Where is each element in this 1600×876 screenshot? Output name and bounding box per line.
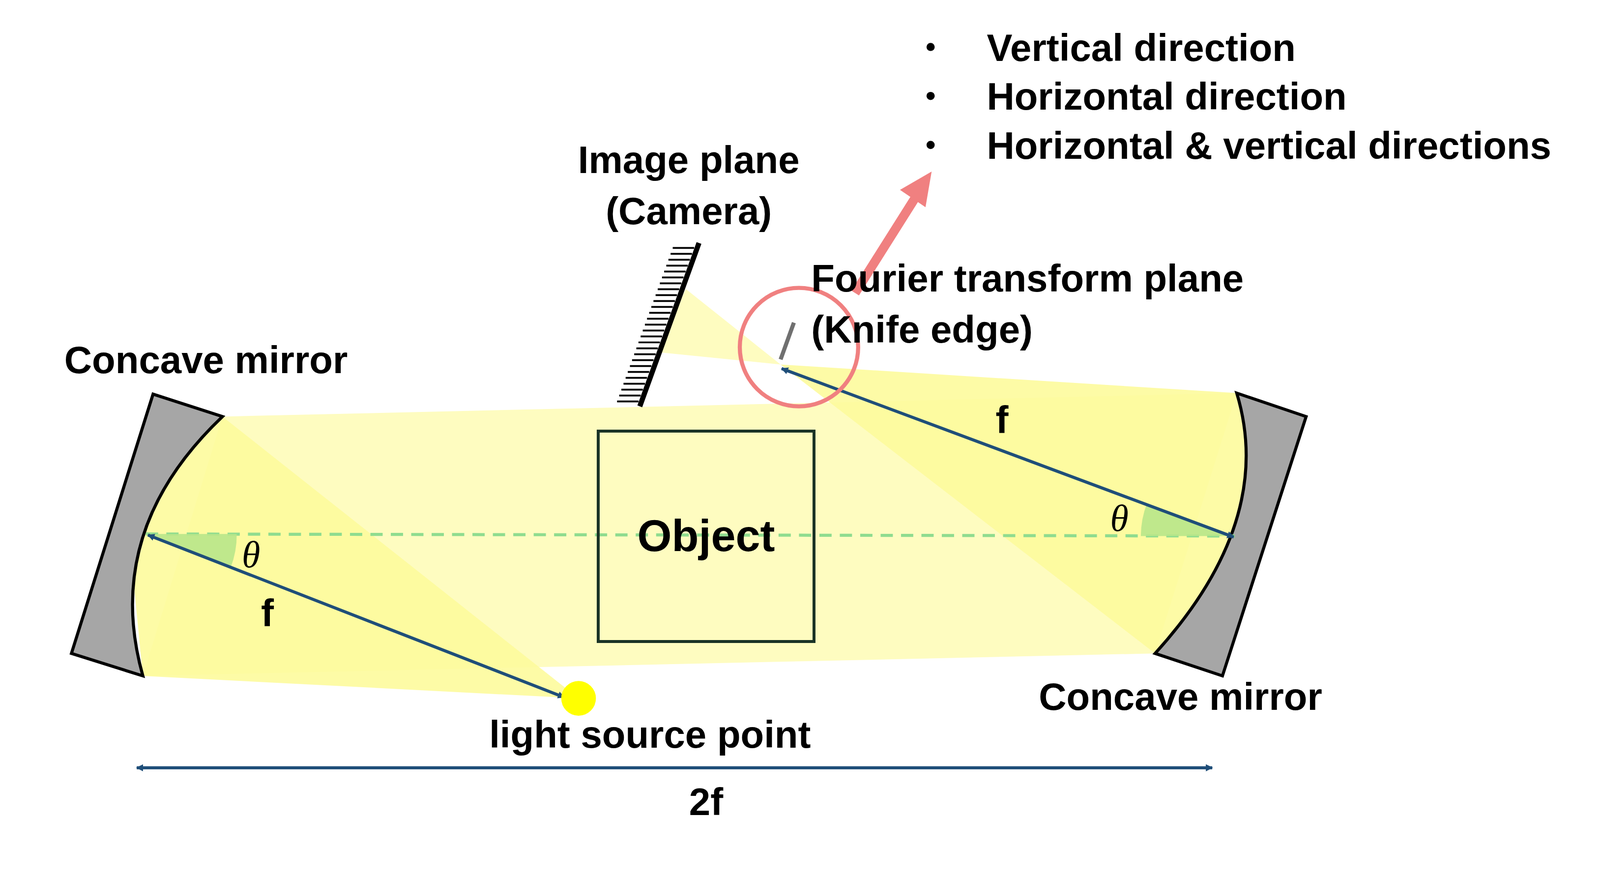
hatch-stroke — [640, 335, 663, 338]
node-text: Object — [637, 510, 775, 562]
hatch-stroke — [670, 252, 693, 255]
option-text: Horizontal direction — [986, 75, 1347, 118]
callout-arrowhead — [900, 171, 932, 208]
component-label: Image plane (Camera) — [536, 134, 842, 237]
component-label: light source point — [489, 713, 811, 757]
object-box: Object — [596, 429, 815, 643]
bullet — [926, 141, 935, 150]
angle-symbol: θ — [1110, 497, 1129, 540]
dimension-line — [136, 766, 1213, 770]
component-label: Concave mirror — [1038, 675, 1323, 719]
light-source — [561, 680, 597, 716]
hatch-stroke — [642, 329, 665, 332]
knife-edge — [780, 322, 794, 360]
hatch-stroke — [668, 258, 691, 261]
component-label: Fourier transform plane (Knife edge) — [811, 253, 1362, 355]
camera-sensor — [640, 242, 699, 407]
hatch-stroke — [623, 382, 645, 385]
angle-symbol: θ — [241, 534, 261, 576]
dimension-label: f — [995, 399, 1009, 442]
dimension-label: f — [261, 592, 274, 635]
hatch-stroke — [666, 264, 688, 267]
focal-length-arrow — [147, 534, 565, 698]
hatch-stroke — [632, 359, 654, 362]
camera-hatching — [616, 247, 695, 402]
component-label: Concave mirror — [64, 339, 349, 382]
focal-length-arrow — [781, 368, 1234, 538]
hatch-stroke — [662, 276, 684, 279]
hatch-stroke — [638, 341, 661, 344]
hatch-stroke — [655, 294, 678, 297]
source-cone — [130, 416, 579, 699]
hatch-stroke — [651, 306, 673, 309]
hatch-stroke — [634, 353, 656, 356]
hatch-stroke — [659, 282, 682, 285]
hatch-stroke — [636, 347, 659, 350]
dimension-label: 2f — [689, 781, 724, 824]
hatch-stroke — [672, 246, 695, 249]
bullet — [926, 42, 935, 52]
hatch-stroke — [625, 377, 648, 379]
hatch-stroke — [657, 288, 680, 291]
focusing-cone — [780, 364, 1253, 654]
hatch-stroke — [649, 312, 671, 315]
hatch-stroke — [644, 323, 667, 326]
hatch-stroke — [653, 300, 675, 303]
hatch-stroke — [627, 371, 650, 374]
hatch-stroke — [619, 394, 641, 397]
hatch-stroke — [621, 388, 643, 391]
hatch-stroke — [664, 270, 686, 273]
option-text: Vertical direction — [986, 27, 1296, 70]
bullet — [926, 91, 935, 101]
hatch-stroke — [629, 365, 652, 368]
hatch-stroke — [646, 318, 669, 320]
hatch-stroke — [616, 400, 639, 403]
option-text: Horizontal & vertical directions — [986, 124, 1552, 168]
